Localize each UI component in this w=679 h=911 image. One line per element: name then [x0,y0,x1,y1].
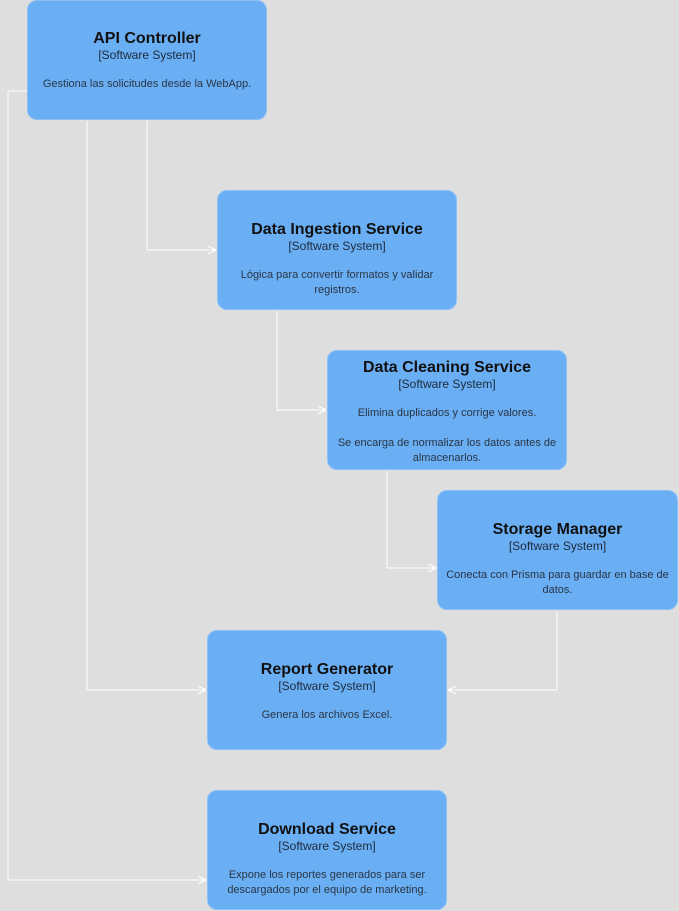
node-api-controller[interactable]: API Controller [Software System] Gestion… [27,0,267,120]
node-description: Gestiona las solicitudes desde la WebApp… [42,78,252,90]
edge-api-to-ingestion [146,121,215,250]
node-kind: [Software System] [398,377,496,391]
node-description: Conecta con Prisma para guardar en base … [446,569,669,596]
node-kind: [Software System] [98,48,196,62]
edge-cleaning-to-storage [386,471,435,568]
node-title: API Controller [93,30,201,47]
node-description: Expone los reportes generados para ser d… [227,869,427,896]
node-kind: [Software System] [278,679,376,693]
node-data-cleaning-service[interactable]: Data Cleaning Service [Software System] … [327,350,567,470]
edge-api-to-report [86,121,205,690]
edge-storage-to-report [449,611,558,690]
node-title: Storage Manager [492,521,623,538]
node-kind: [Software System] [278,839,376,853]
node-storage-manager[interactable]: Storage Manager [Software System] Conect… [437,490,678,610]
node-title: Data Cleaning Service [362,359,532,376]
node-title: Data Ingestion Service [251,221,423,238]
node-description: Genera los archivos Excel. [261,709,393,721]
node-download-service[interactable]: Download Service [Software System] Expon… [207,790,447,910]
edge-api-to-download [7,90,205,880]
edge-ingestion-to-cleaning [276,311,325,410]
node-report-generator[interactable]: Report Generator [Software System] Gener… [207,630,447,750]
node-title: Download Service [258,821,396,838]
node-kind: [Software System] [508,539,607,553]
node-title: Report Generator [260,661,394,678]
node-data-ingestion-service[interactable]: Data Ingestion Service [Software System]… [217,190,457,310]
node-kind: [Software System] [288,239,386,253]
node-description: Elimina duplicados y corrige valores. Se… [337,407,557,464]
node-description: Lógica para convertir formatos y validar… [240,269,434,296]
